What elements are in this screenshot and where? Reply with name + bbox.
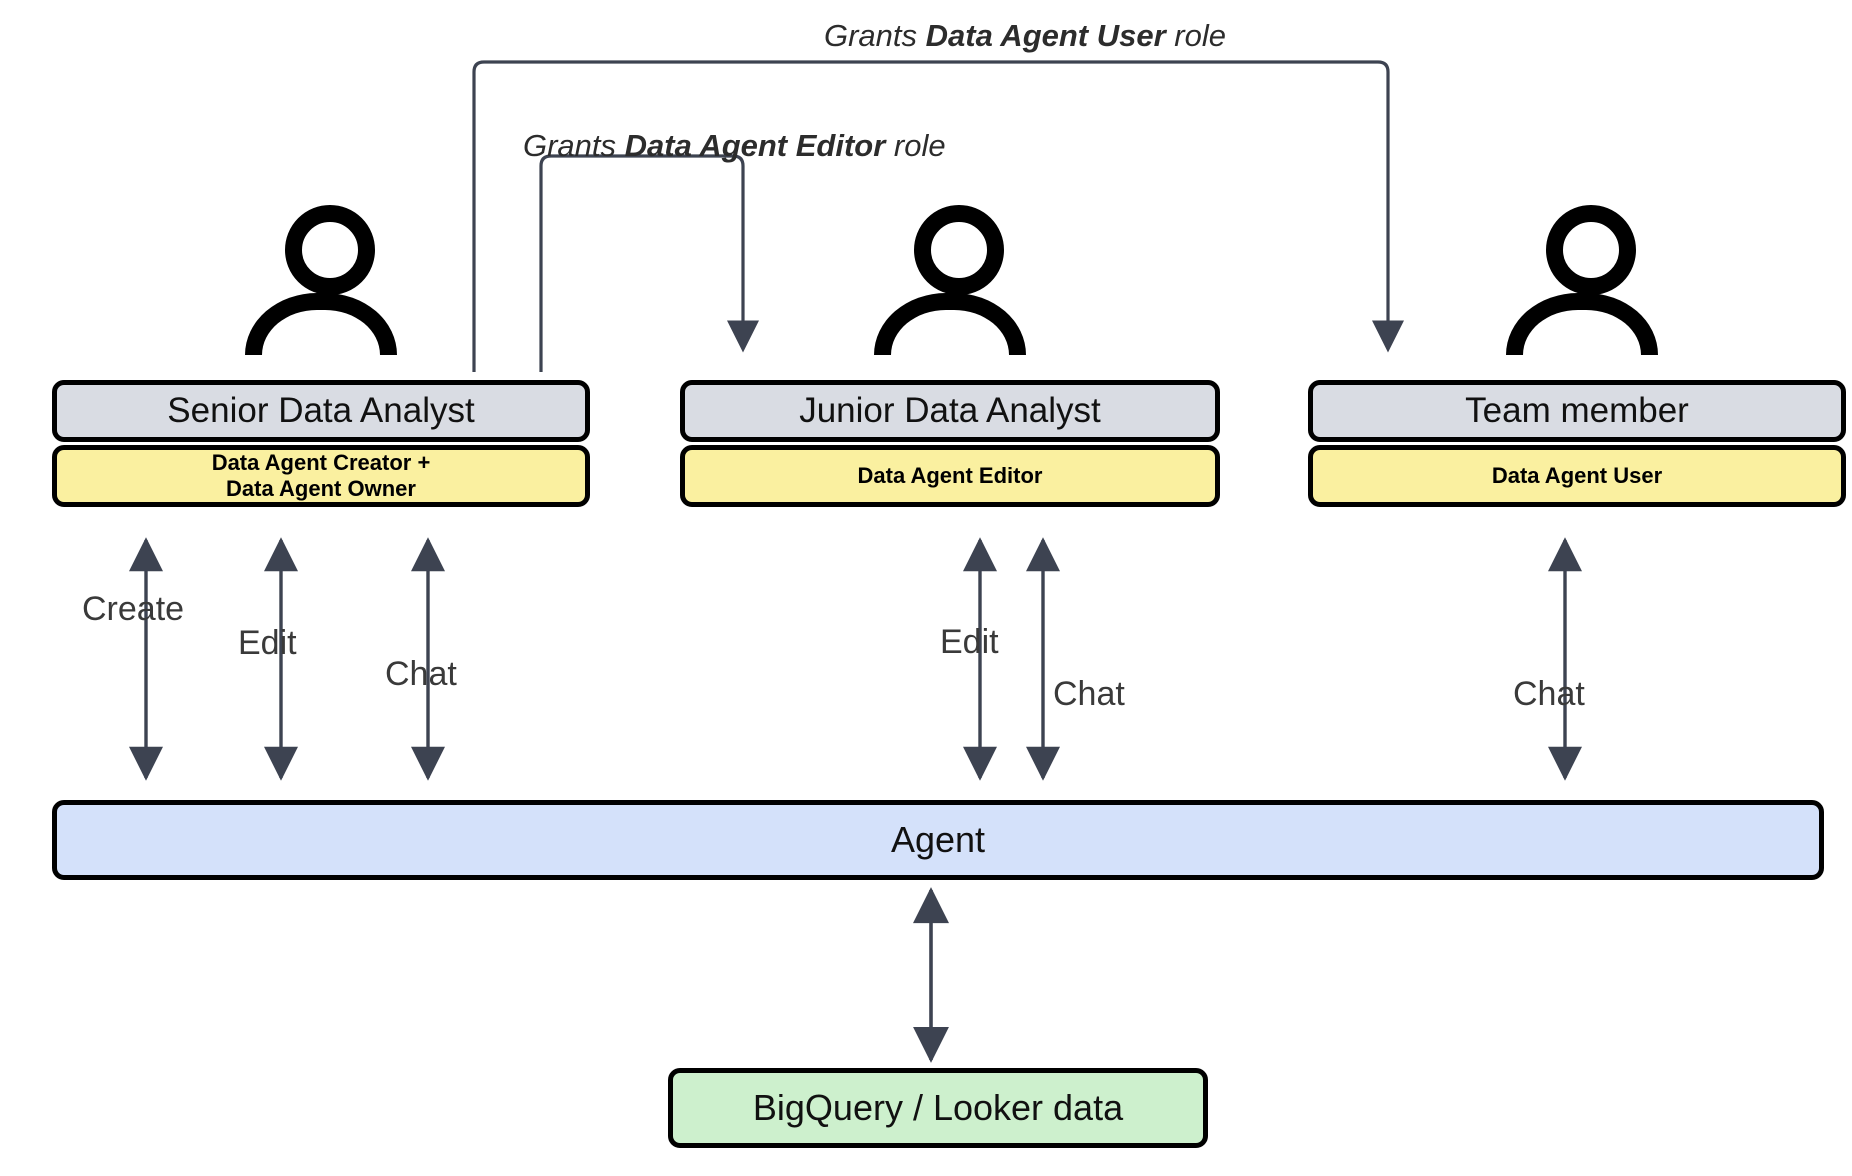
persona-title-team-member: Team member [1308, 380, 1846, 442]
persona-role-line-2: Data Agent Owner [226, 476, 416, 501]
person-icon-junior-data-analyst [870, 205, 1030, 355]
persona-title-senior-data-analyst: Senior Data Analyst [52, 380, 590, 442]
person-head-shape [914, 205, 1004, 295]
grant-editor-connector [539, 154, 759, 372]
agent-box[interactable]: Agent [52, 800, 1824, 880]
persona-card-junior-data-analyst[interactable]: Junior Data Analyst Data Agent Editor [680, 380, 1220, 507]
action-label-chat-senior: Chat [385, 655, 457, 693]
persona-role-line-1: Data Agent Creator + [211, 450, 431, 476]
action-label-edit-junior: Edit [940, 623, 999, 661]
grant-user-suffix: role [1165, 18, 1226, 53]
action-label-chat-team: Chat [1513, 675, 1585, 713]
person-head-shape [285, 205, 375, 295]
person-icon-team-member [1502, 205, 1662, 355]
action-label-edit-senior: Edit [238, 624, 297, 662]
grant-editor-label: Grants Data Agent Editor role [523, 128, 946, 164]
person-body-shape [1506, 293, 1658, 355]
persona-card-team-member[interactable]: Team member Data Agent User [1308, 380, 1846, 507]
person-head-shape [1546, 205, 1636, 295]
action-label-chat-junior: Chat [1053, 675, 1125, 713]
person-body-shape [245, 293, 397, 355]
person-body-shape [874, 293, 1026, 355]
grant-editor-suffix: role [885, 128, 946, 163]
grant-user-prefix: Grants [824, 18, 926, 53]
grant-user-role: Data Agent User [925, 18, 1166, 53]
persona-role-senior-data-analyst: Data Agent Creator + Data Agent Owner [52, 445, 590, 507]
persona-title-junior-data-analyst: Junior Data Analyst [680, 380, 1220, 442]
persona-role-junior-data-analyst: Data Agent Editor [680, 445, 1220, 507]
data-source-box[interactable]: BigQuery / Looker data [668, 1068, 1208, 1148]
grant-editor-prefix: Grants [523, 128, 625, 163]
data-source-label: BigQuery / Looker data [752, 1087, 1124, 1128]
grant-user-label: Grants Data Agent User role [824, 18, 1226, 54]
action-label-create: Create [82, 590, 185, 628]
person-icon-senior-data-analyst [241, 205, 401, 355]
agent-label: Agent [890, 819, 986, 860]
persona-role-team-member: Data Agent User [1308, 445, 1846, 507]
persona-card-senior-data-analyst[interactable]: Senior Data Analyst Data Agent Creator +… [52, 380, 590, 507]
grant-editor-role: Data Agent Editor [624, 128, 886, 163]
